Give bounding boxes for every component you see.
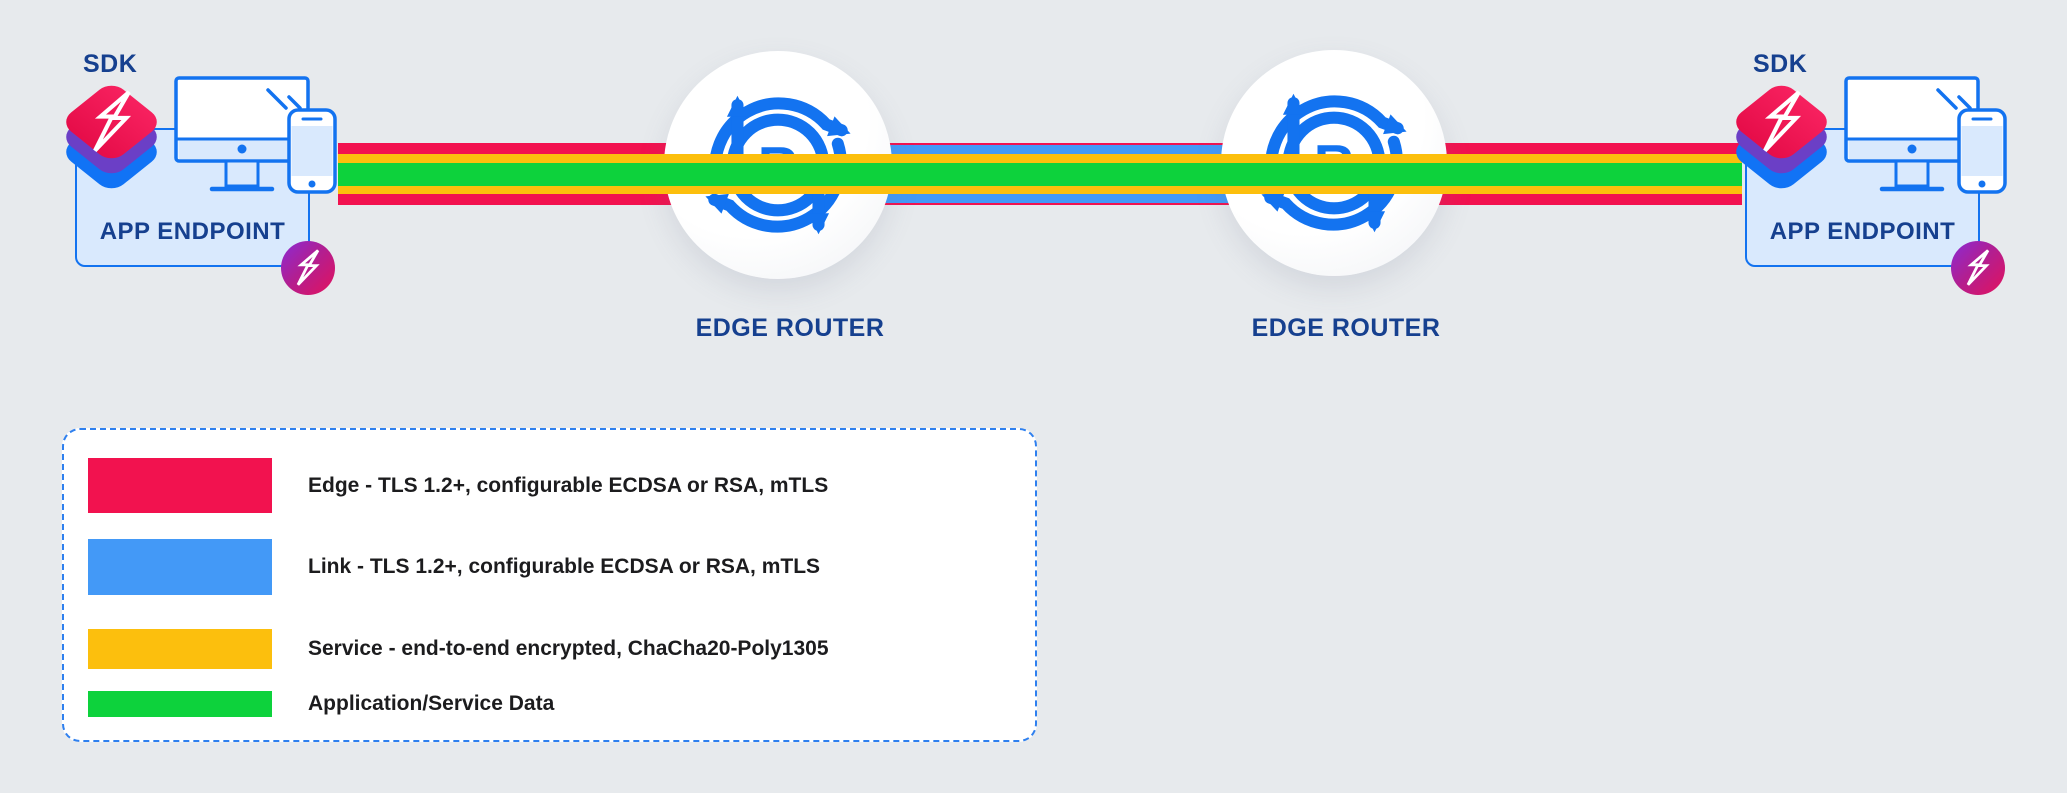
- ziti-badge: [1951, 241, 2005, 295]
- legend-row-link: Link - TLS 1.2+, configurable ECDSA or R…: [88, 539, 1028, 595]
- app-endpoint-label: APP ENDPOINT: [1769, 218, 1956, 245]
- app-endpoint-label: APP ENDPOINT: [99, 218, 286, 245]
- lightning-bolt-icon: [1966, 249, 1990, 286]
- lightning-bolt-icon: [1763, 90, 1802, 152]
- data-color-swatch: [88, 691, 272, 717]
- signal-icon: [1936, 88, 1972, 110]
- signal-icon: [266, 88, 302, 110]
- sdk-label: SDK: [83, 50, 138, 78]
- lightning-bolt-icon: [93, 90, 132, 152]
- edge-router-left-label: EDGE ROUTER: [695, 314, 885, 342]
- lightning-bolt-icon: [296, 249, 320, 286]
- legend-label-edge: Edge - TLS 1.2+, configurable ECDSA or R…: [308, 473, 829, 497]
- sdk-layers-icon: [66, 85, 157, 189]
- phone-icon: [287, 108, 337, 194]
- application-data-stripe: [338, 163, 1742, 186]
- monitor-icon: [174, 76, 310, 192]
- legend-box: Edge - TLS 1.2+, configurable ECDSA or R…: [62, 428, 1037, 742]
- legend-label-data: Application/Service Data: [308, 692, 555, 715]
- app-endpoint-right: SDK APP ENDPOINT: [1726, 46, 2026, 298]
- ziti-badge: [281, 241, 335, 295]
- legend-row-edge: Edge - TLS 1.2+, configurable ECDSA or R…: [88, 458, 1028, 513]
- edge-color-swatch: [88, 458, 272, 513]
- sdk-label: SDK: [1753, 50, 1808, 78]
- legend-label-link: Link - TLS 1.2+, configurable ECDSA or R…: [308, 555, 821, 578]
- sdk-layers-icon: [1736, 85, 1827, 189]
- app-endpoint-left: SDK APP ENDPOINT: [56, 46, 356, 298]
- edge-router-right-label: EDGE ROUTER: [1251, 314, 1441, 342]
- phone-icon: [1957, 108, 2007, 194]
- legend-row-data: Application/Service Data: [88, 691, 1028, 717]
- service-color-swatch: [88, 629, 272, 669]
- link-color-swatch: [88, 539, 272, 595]
- monitor-icon: [1844, 76, 1980, 192]
- legend-row-service: Service - end-to-end encrypted, ChaCha20…: [88, 629, 1028, 669]
- legend-label-service: Service - end-to-end encrypted, ChaCha20…: [308, 637, 829, 660]
